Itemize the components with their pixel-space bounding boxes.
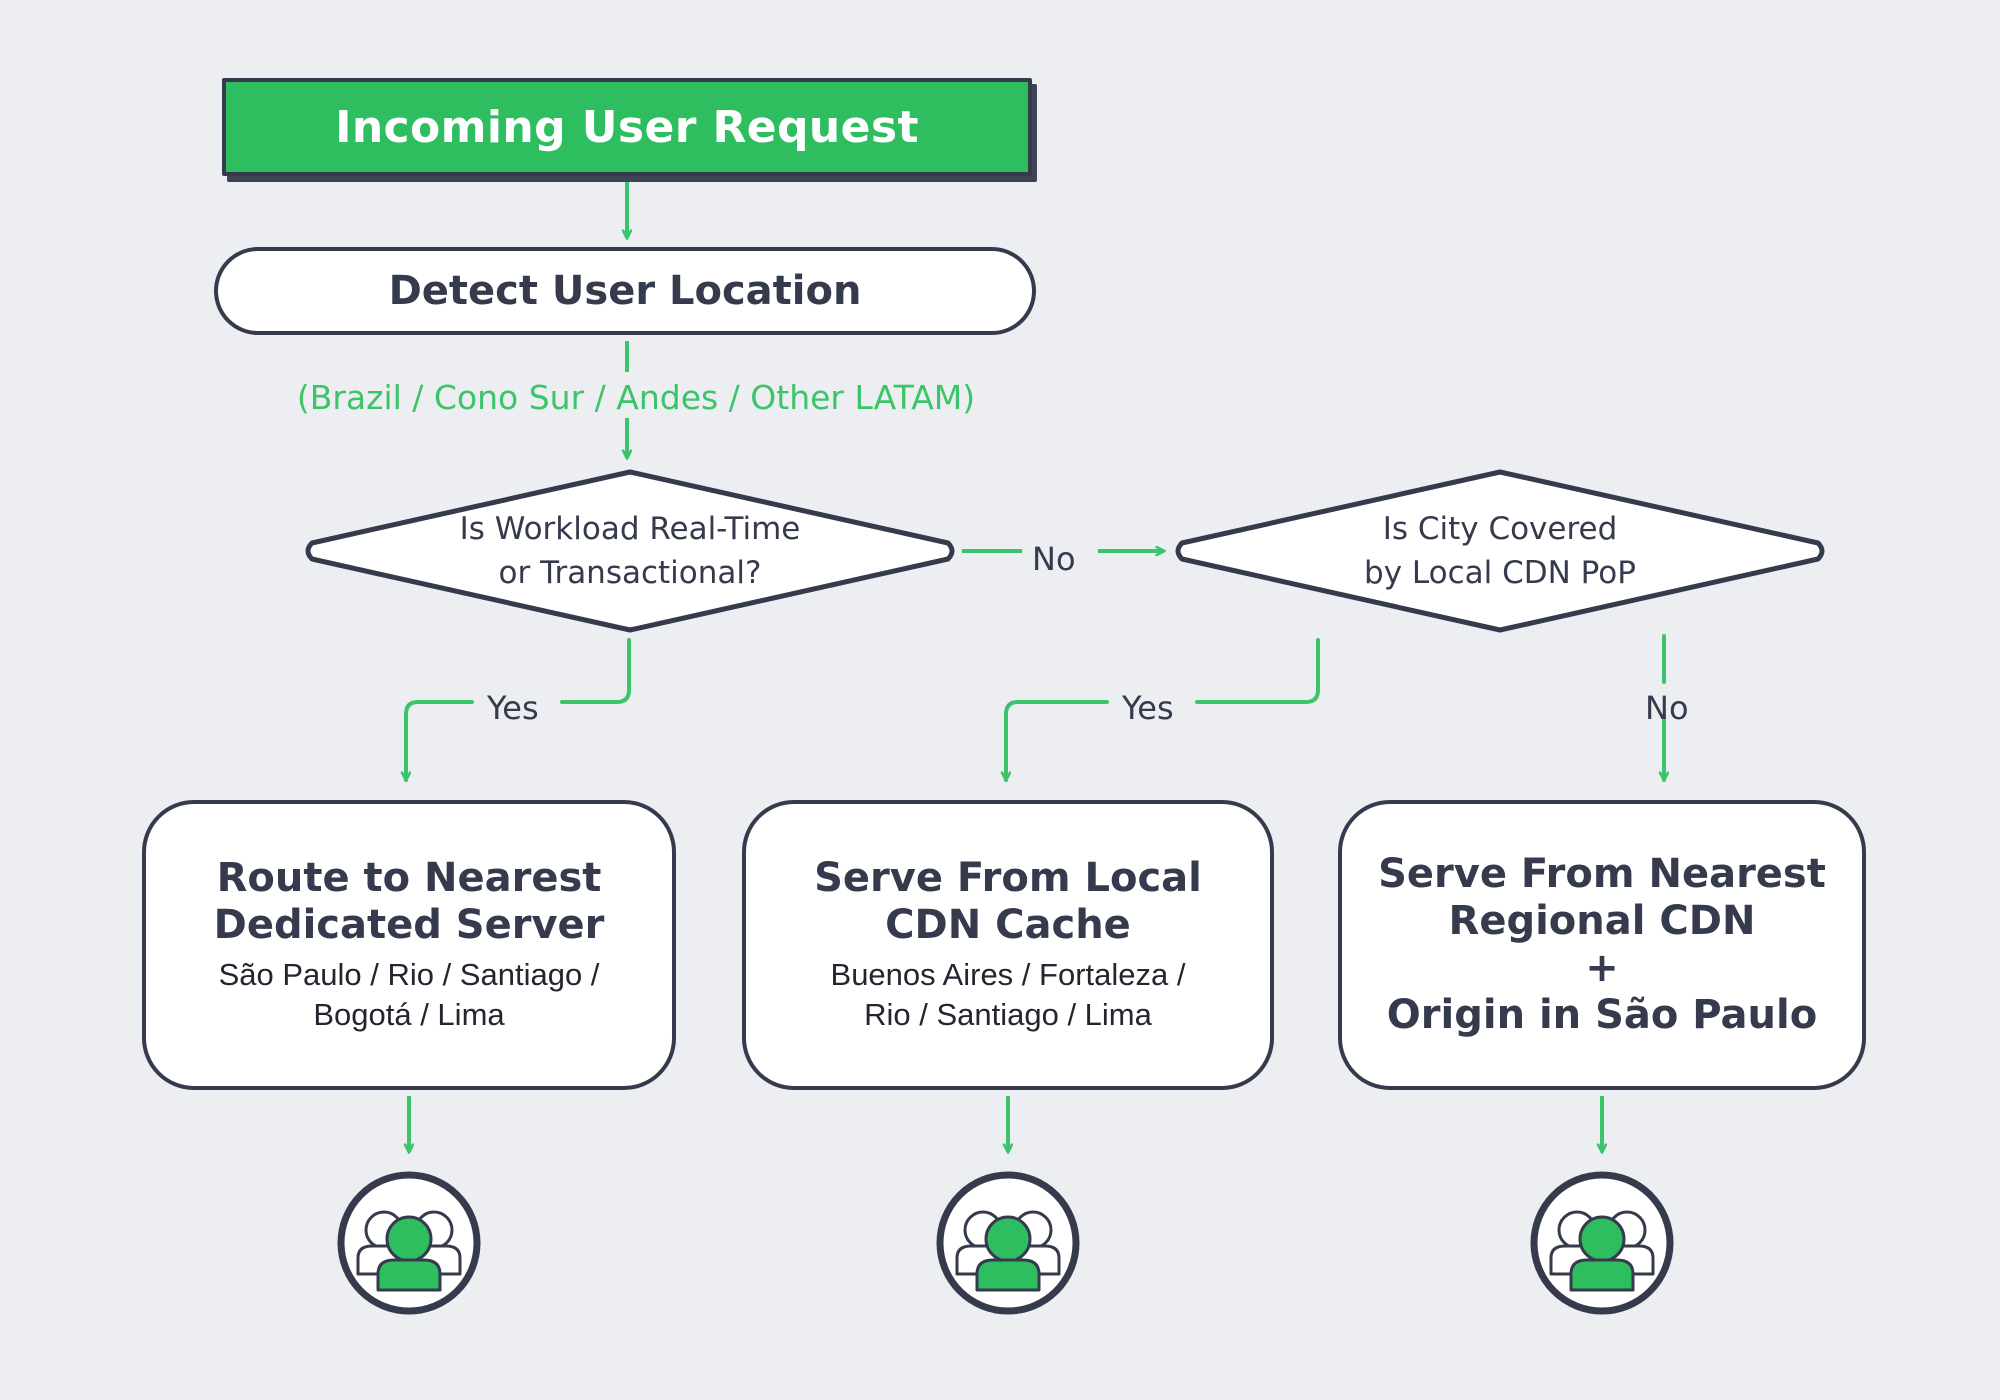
outcome-regional-title-line2: Regional CDN <box>1378 898 1826 945</box>
edge-label-no-workload: No <box>1032 540 1076 578</box>
node-detect-user-location[interactable]: Detect User Location <box>214 247 1036 335</box>
outcome-regional-title: Serve From Nearest Regional CDN + Origin… <box>1378 851 1826 1038</box>
outcome-regional-title-line3: + <box>1378 945 1826 992</box>
route-region-label: (Brazil / Cono Sur / Andes / Other LATAM… <box>276 378 996 417</box>
outcome-dedicated-title: Route to Nearest Dedicated Server <box>214 855 605 949</box>
node-incoming-user-request[interactable]: Incoming User Request <box>222 78 1032 176</box>
endpoint-users-regional[interactable] <box>1527 1168 1677 1318</box>
decision-workload-line1: Is Workload Real-Time <box>460 507 801 551</box>
decision-workload-text: Is Workload Real-Time or Transactional? <box>300 466 960 636</box>
endpoint-users-localcdn[interactable] <box>933 1168 1083 1318</box>
outcome-localcdn-subtitle-line2: Rio / Santiago / Lima <box>831 995 1186 1035</box>
user-group-icon <box>334 1168 484 1318</box>
outcome-regional-title-line4: Origin in São Paulo <box>1378 992 1826 1039</box>
outcome-localcdn-title-line2: CDN Cache <box>814 902 1202 949</box>
outcome-localcdn-subtitle-line1: Buenos Aires / Fortaleza / <box>831 955 1186 995</box>
user-group-icon <box>933 1168 1083 1318</box>
outcome-dedicated-subtitle: São Paulo / Rio / Santiago / Bogotá / Li… <box>219 955 600 1036</box>
outcome-localcdn-title: Serve From Local CDN Cache <box>814 855 1202 949</box>
outcome-dedicated-title-line1: Route to Nearest <box>214 855 605 902</box>
user-group-icon <box>1527 1168 1677 1318</box>
edge-label-yes-workload: Yes <box>487 689 539 727</box>
process-node-label: Detect User Location <box>389 268 862 314</box>
node-serve-from-local-cdn-cache[interactable]: Serve From Local CDN Cache Buenos Aires … <box>742 800 1274 1090</box>
node-decision-city-covered-by-cdn[interactable]: Is City Covered by Local CDN PoP <box>1170 466 1830 636</box>
endpoint-users-dedicated[interactable] <box>334 1168 484 1318</box>
outcome-localcdn-subtitle: Buenos Aires / Fortaleza / Rio / Santiag… <box>831 955 1186 1036</box>
outcome-dedicated-title-line2: Dedicated Server <box>214 902 605 949</box>
edge-label-yes-cdn: Yes <box>1122 689 1174 727</box>
edge-label-no-cdn: No <box>1645 689 1689 727</box>
decision-cdn-line1: Is City Covered <box>1383 507 1618 551</box>
node-route-to-nearest-dedicated-server[interactable]: Route to Nearest Dedicated Server São Pa… <box>142 800 676 1090</box>
outcome-localcdn-title-line1: Serve From Local <box>814 855 1202 902</box>
decision-cdn-text: Is City Covered by Local CDN PoP <box>1170 466 1830 636</box>
outcome-dedicated-subtitle-line2: Bogotá / Lima <box>219 995 600 1035</box>
outcome-dedicated-subtitle-line1: São Paulo / Rio / Santiago / <box>219 955 600 995</box>
decision-cdn-line2: by Local CDN PoP <box>1364 551 1636 595</box>
outcome-regional-title-line1: Serve From Nearest <box>1378 851 1826 898</box>
node-serve-from-nearest-regional-cdn[interactable]: Serve From Nearest Regional CDN + Origin… <box>1338 800 1866 1090</box>
start-node-label: Incoming User Request <box>335 102 919 153</box>
decision-workload-line2: or Transactional? <box>499 551 762 595</box>
node-decision-workload-realtime[interactable]: Is Workload Real-Time or Transactional? <box>300 466 960 636</box>
